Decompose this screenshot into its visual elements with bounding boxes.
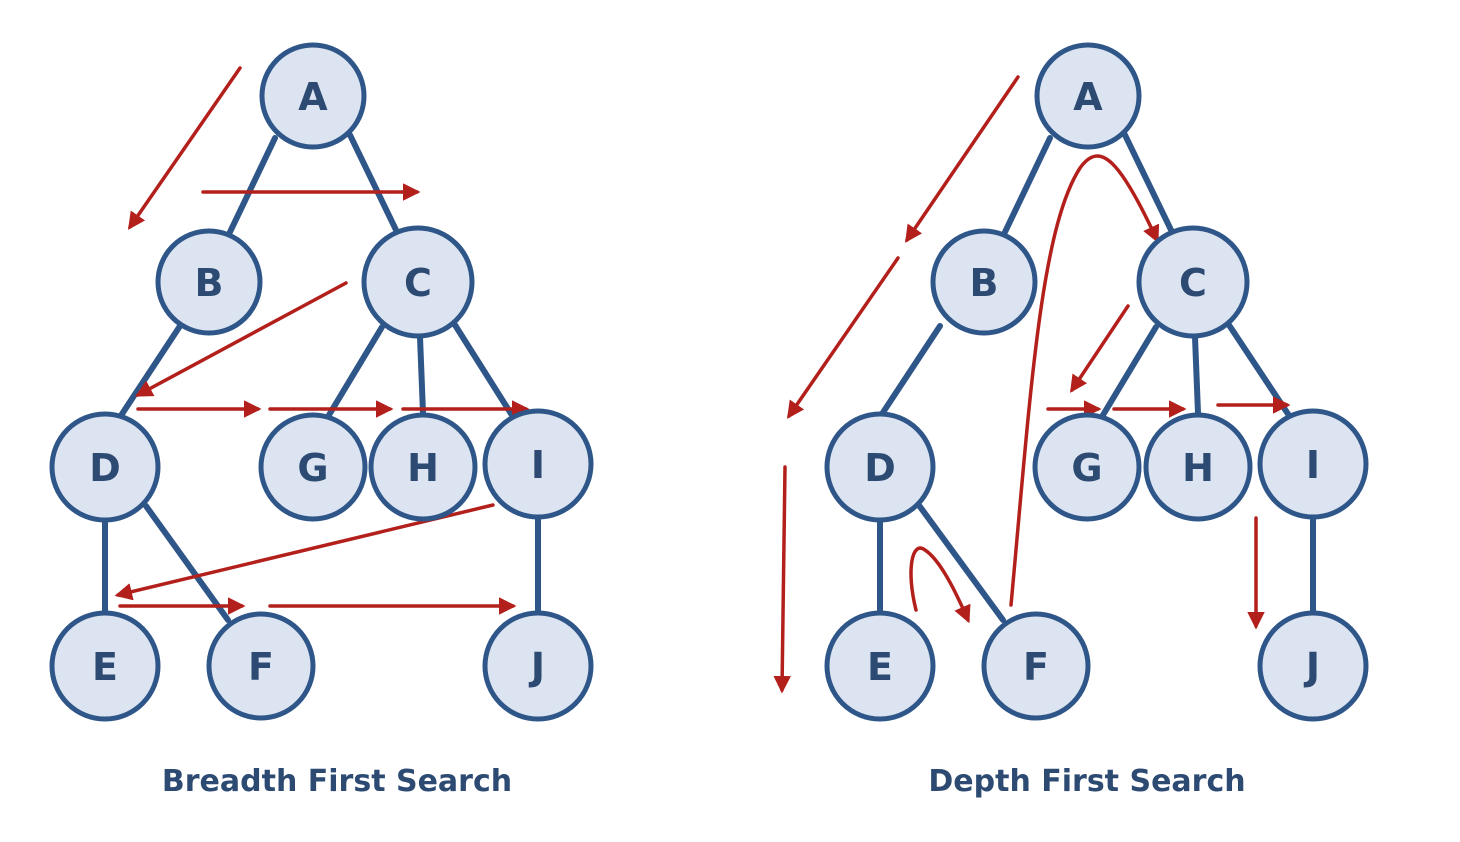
svg-text:H: H	[407, 446, 439, 490]
bfs-edge-a-c	[347, 132, 400, 235]
dfs-node-f: F	[981, 611, 1091, 721]
svg-text:C: C	[1179, 261, 1207, 305]
svg-text:A: A	[1073, 75, 1103, 119]
svg-text:D: D	[864, 446, 896, 490]
bfs-arrow-1	[128, 66, 242, 230]
bfs-caption: Breadth First Search	[162, 764, 512, 799]
bfs-edge-a-b	[227, 135, 278, 235]
svg-text:J: J	[1303, 645, 1320, 689]
dfs-nodes: A B C D G H I	[824, 42, 1369, 722]
dfs-traversal-arrows	[773, 75, 1291, 694]
svg-text:F: F	[1023, 645, 1049, 689]
bfs-edges	[102, 132, 541, 623]
dfs-node-e: E	[824, 610, 936, 722]
dfs-node-c: C	[1136, 225, 1250, 339]
dfs-edge-a-c	[1122, 132, 1175, 235]
bfs-node-h: H	[368, 412, 478, 522]
svg-text:B: B	[970, 261, 999, 305]
bfs-edge-b-d	[117, 323, 183, 420]
dfs-edge-c-g	[1097, 324, 1159, 423]
svg-text:A: A	[298, 75, 328, 119]
dfs-node-g: G	[1032, 412, 1142, 522]
dfs-node-h: H	[1143, 412, 1253, 522]
bfs-node-c: C	[361, 225, 475, 339]
svg-text:I: I	[1306, 443, 1320, 487]
dfs-arrow-4	[909, 546, 971, 624]
dfs-arrow-2	[787, 256, 900, 419]
svg-text:C: C	[404, 261, 432, 305]
svg-text:D: D	[89, 446, 121, 490]
bfs-traversal-arrows	[114, 66, 530, 615]
bfs-edge-c-i	[452, 322, 518, 423]
bfs-nodes: A B C D G H I	[49, 42, 594, 722]
bfs-node-e: E	[49, 610, 161, 722]
svg-text:G: G	[1071, 446, 1102, 490]
bfs-edge-c-h	[417, 334, 426, 416]
bfs-arrow-3	[134, 281, 348, 397]
dfs-tree: A B C D G H I	[773, 42, 1369, 799]
svg-text:B: B	[195, 261, 224, 305]
bfs-edge-c-g	[323, 324, 385, 423]
dfs-edge-c-h	[1192, 334, 1201, 416]
bfs-node-b: B	[155, 228, 263, 336]
bfs-node-j: J	[482, 610, 594, 722]
dfs-node-j: J	[1257, 610, 1369, 722]
dfs-node-a: A	[1034, 42, 1142, 150]
dfs-arrow-3	[773, 465, 791, 694]
bfs-node-a: A	[259, 42, 367, 150]
dfs-node-b: B	[930, 228, 1038, 336]
svg-text:I: I	[531, 443, 545, 487]
svg-text:H: H	[1182, 446, 1214, 490]
bfs-node-i: I	[482, 408, 594, 520]
dfs-arrow-6	[1070, 304, 1130, 393]
dfs-arrow-1	[905, 75, 1020, 243]
bfs-node-f: F	[206, 611, 316, 721]
dfs-node-i: I	[1257, 408, 1369, 520]
dfs-edge-a-b	[1002, 135, 1053, 235]
dfs-caption: Depth First Search	[928, 764, 1245, 799]
dfs-edge-b-d	[877, 323, 943, 420]
svg-text:F: F	[248, 645, 274, 689]
dfs-node-d: D	[824, 411, 936, 523]
dfs-edges	[877, 132, 1316, 623]
svg-text:G: G	[297, 446, 328, 490]
svg-text:E: E	[867, 645, 893, 689]
bfs-tree: A B C D G H I	[49, 42, 594, 799]
dfs-edge-d-f	[915, 501, 1006, 623]
bfs-edge-d-f	[143, 503, 231, 623]
bfs-node-g: G	[258, 412, 368, 522]
bfs-node-d: D	[49, 411, 161, 523]
dfs-arrow-5	[1009, 154, 1160, 607]
svg-text:E: E	[92, 645, 118, 689]
svg-text:J: J	[528, 645, 545, 689]
